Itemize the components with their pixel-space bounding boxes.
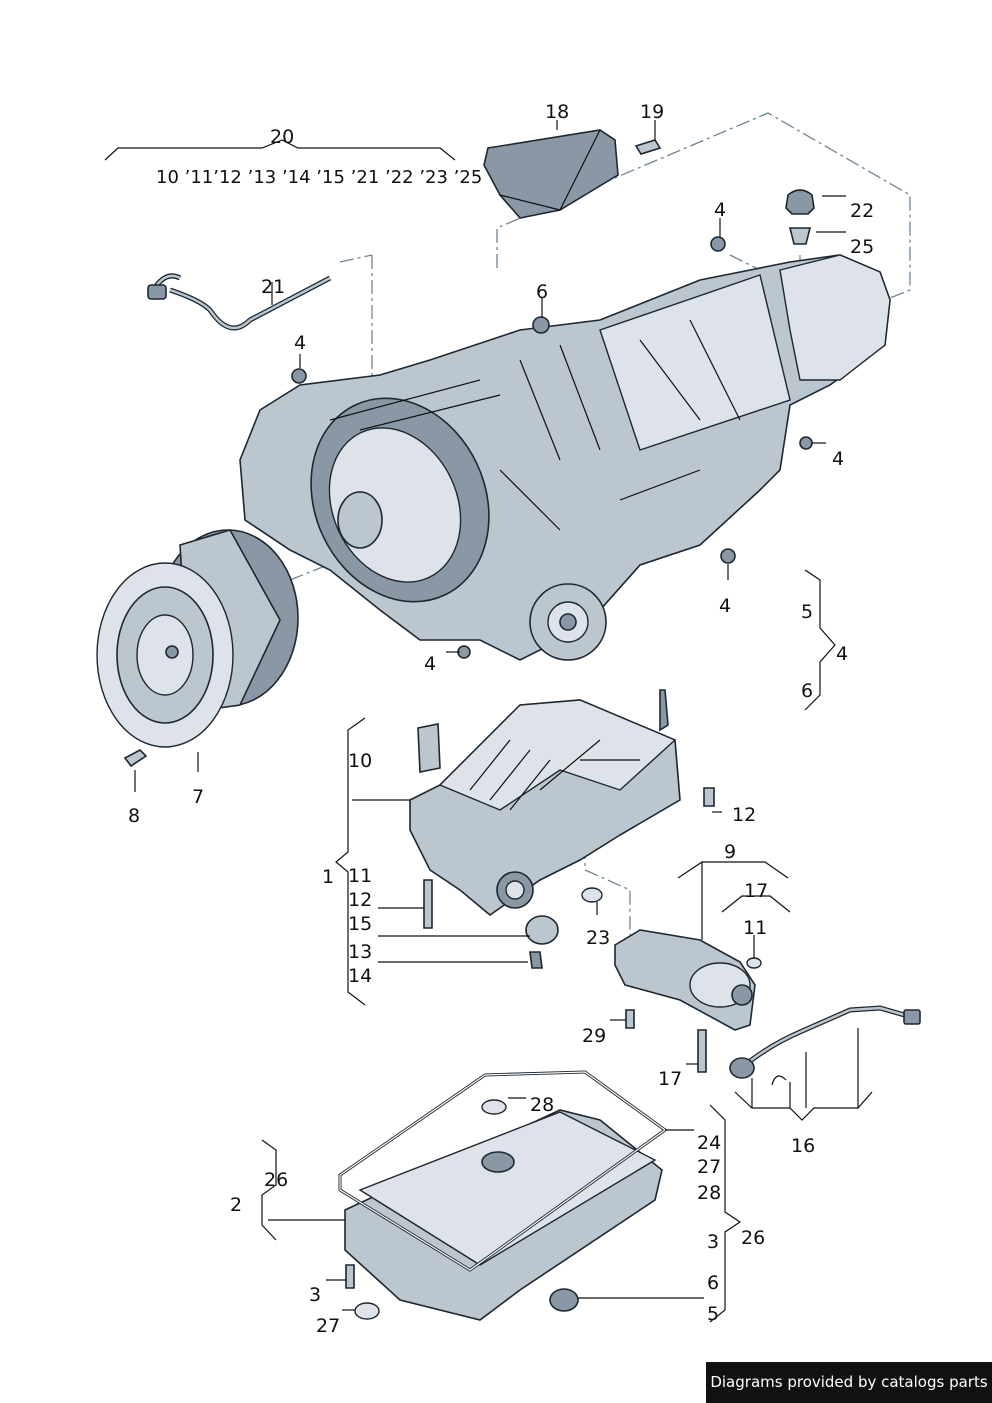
bolt-part-12-left bbox=[423, 879, 433, 929]
bolt-part-3 bbox=[345, 1264, 355, 1289]
label-15: 15 bbox=[348, 913, 372, 935]
label-4-right: 4 bbox=[832, 448, 844, 470]
callout-leaders bbox=[104, 120, 873, 1323]
label-12-right: 12 bbox=[732, 804, 756, 826]
label-2: 2 bbox=[230, 1194, 242, 1216]
label-11-right: 11 bbox=[743, 917, 767, 939]
label-16: 16 bbox=[791, 1135, 815, 1157]
bolt-part-4-top bbox=[710, 236, 726, 252]
label-17-bottom: 17 bbox=[658, 1068, 682, 1090]
bolt-part-29 bbox=[625, 1009, 635, 1029]
callout-labels: 18 19 20 10 ’11’12 ’13 ’14 ’15 ’21 ’22 ’… bbox=[128, 101, 874, 1337]
label-6-bottom: 6 bbox=[707, 1272, 719, 1294]
label-3-left: 3 bbox=[309, 1284, 321, 1306]
cap-part-22 bbox=[785, 189, 815, 215]
label-8: 8 bbox=[128, 805, 140, 827]
label-22: 22 bbox=[850, 200, 874, 222]
label-25: 25 bbox=[850, 236, 874, 258]
label-9: 9 bbox=[724, 841, 736, 863]
label-4-mid: 4 bbox=[719, 595, 731, 617]
valve-body-part-1 bbox=[409, 689, 715, 969]
oil-pan-part-2 bbox=[338, 1070, 668, 1321]
o-ring-part-11 bbox=[746, 957, 762, 969]
o-ring-part-28 bbox=[481, 1099, 507, 1115]
label-4-top: 4 bbox=[714, 199, 726, 221]
label-12-left: 12 bbox=[348, 889, 372, 911]
label-7: 7 bbox=[192, 786, 204, 808]
label-6-mid: 6 bbox=[801, 680, 813, 702]
label-1: 1 bbox=[322, 866, 334, 888]
bolt-part-4-mid bbox=[720, 548, 736, 564]
o-ring-part-23 bbox=[581, 887, 603, 903]
label-4-bracket: 4 bbox=[836, 643, 848, 665]
label-10: 10 bbox=[348, 750, 372, 772]
drain-plug-part-6 bbox=[549, 1288, 579, 1312]
solenoid-unit-part-9 bbox=[614, 929, 921, 1086]
bolt-part-13 bbox=[529, 951, 543, 969]
label-23: 23 bbox=[586, 927, 610, 949]
label-5-bottom: 5 bbox=[707, 1303, 719, 1325]
bolt-part-8 bbox=[123, 749, 148, 768]
label-26-left: 26 bbox=[264, 1169, 288, 1191]
label-29: 29 bbox=[582, 1025, 606, 1047]
seal-part-15 bbox=[525, 915, 559, 945]
label-13: 13 bbox=[348, 941, 372, 963]
bolt-part-19 bbox=[634, 139, 662, 155]
label-3-right: 3 bbox=[707, 1231, 719, 1253]
label-27-right: 27 bbox=[697, 1156, 721, 1178]
label-28-right: 28 bbox=[697, 1182, 721, 1204]
filter-part-10 bbox=[417, 723, 441, 773]
bolt-part-4-left bbox=[291, 368, 307, 384]
label-5-top: 5 bbox=[801, 601, 813, 623]
harness-part-21 bbox=[147, 273, 332, 331]
label-21: 21 bbox=[261, 276, 285, 298]
label-24: 24 bbox=[697, 1132, 721, 1154]
transmission-housing bbox=[239, 129, 891, 661]
label-17-top: 17 bbox=[744, 880, 768, 902]
label-4-left: 4 bbox=[294, 332, 306, 354]
torque-converter-part-7 bbox=[96, 529, 299, 768]
o-ring-part-27 bbox=[354, 1302, 380, 1320]
plug-part-25 bbox=[788, 227, 812, 245]
label-26-right: 26 bbox=[741, 1227, 765, 1249]
bolt-part-17 bbox=[697, 1029, 707, 1073]
bolt-part-12-right bbox=[703, 787, 715, 807]
label-20: 20 bbox=[270, 126, 294, 148]
cover-part-18 bbox=[483, 129, 619, 219]
label-6-top: 6 bbox=[536, 281, 548, 303]
plug-part-6 bbox=[532, 316, 550, 334]
label-4-bottom: 4 bbox=[424, 653, 436, 675]
label-19: 19 bbox=[640, 101, 664, 123]
label-28-top: 28 bbox=[530, 1094, 554, 1116]
label-20-years: 10 ’11’12 ’13 ’14 ’15 ’21 ’22 ’23 ’25 bbox=[156, 167, 482, 188]
label-11-left: 11 bbox=[348, 865, 372, 887]
bolt-part-4-right bbox=[799, 436, 813, 450]
label-27-left: 27 bbox=[316, 1315, 340, 1337]
label-18: 18 bbox=[545, 101, 569, 123]
label-14: 14 bbox=[348, 965, 372, 987]
credit-banner: Diagrams provided by catalogs parts bbox=[706, 1362, 992, 1403]
